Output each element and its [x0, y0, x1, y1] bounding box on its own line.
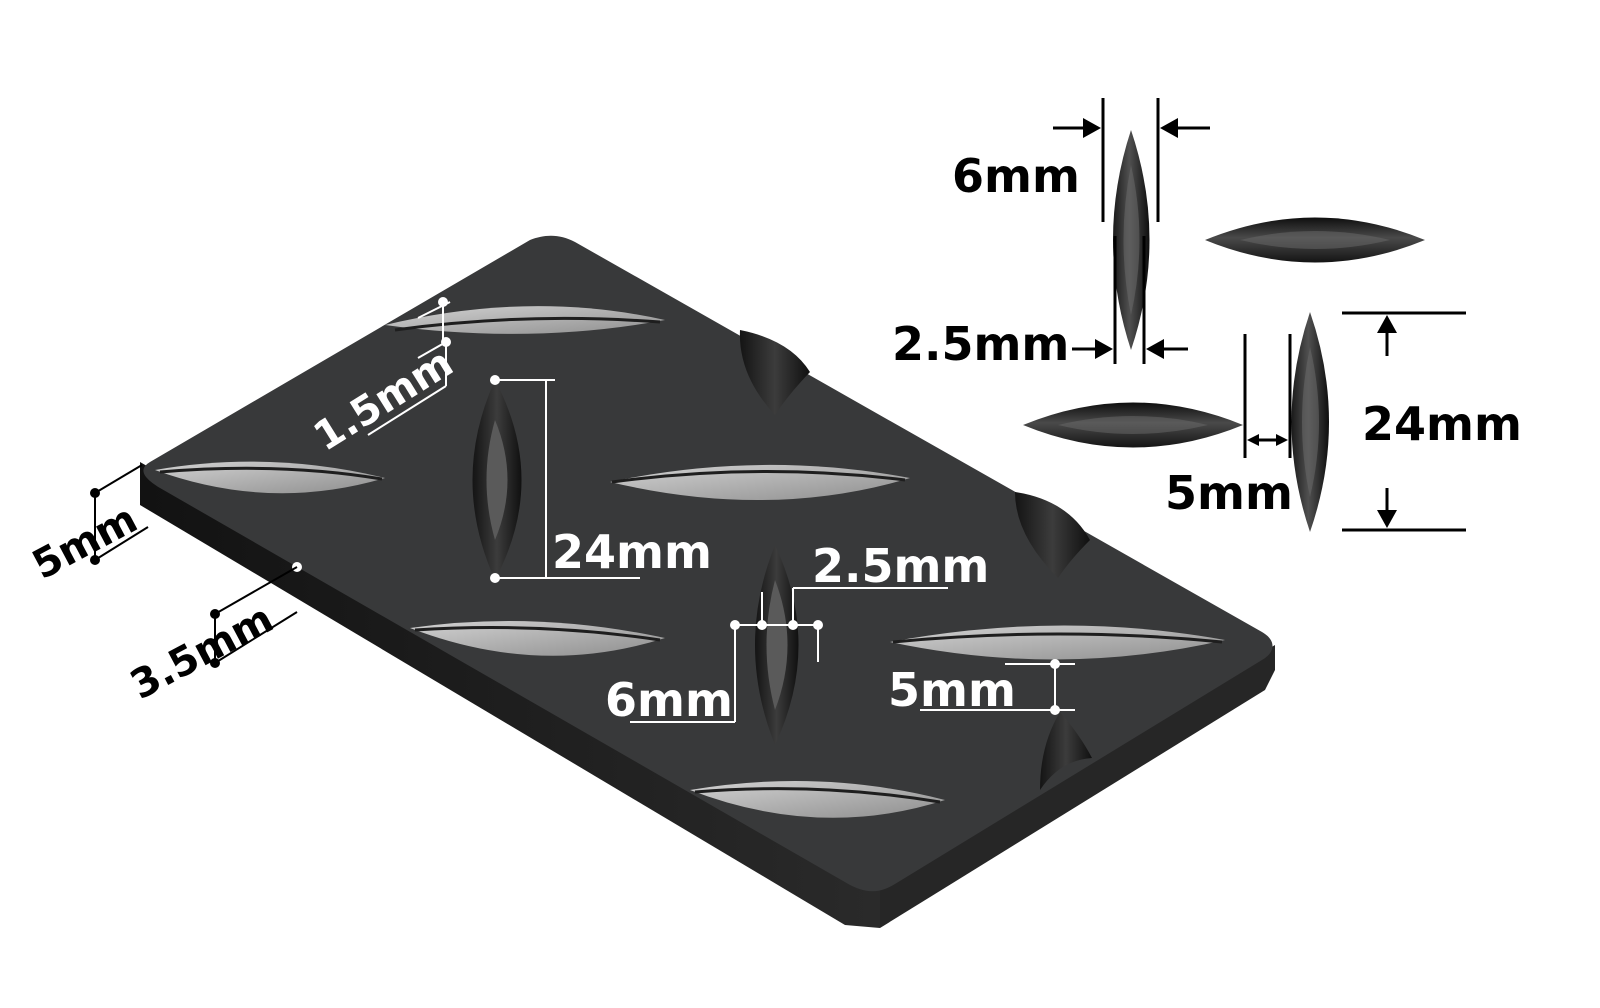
rib	[892, 632, 1223, 644]
plate-right-side	[880, 645, 1275, 928]
detail-rib	[1123, 165, 1140, 315]
label-rib-top-width: 2.5mm	[812, 539, 989, 593]
checker-plate	[140, 235, 1275, 928]
label-thickness-total: 5mm	[25, 496, 145, 589]
rib	[694, 787, 941, 804]
detail-rib	[1302, 347, 1319, 497]
rib	[766, 580, 788, 710]
label-thickness-base: 3.5mm	[123, 596, 281, 709]
rib	[611, 470, 906, 484]
rib	[1015, 492, 1090, 578]
rib-detail-view	[1023, 130, 1425, 532]
detail-dimensions	[1053, 98, 1466, 532]
rib	[1040, 712, 1092, 790]
detail-label-gap: 5mm	[1165, 466, 1293, 520]
detail-label-top-width: 2.5mm	[892, 317, 1069, 371]
rib	[414, 626, 661, 642]
rib	[159, 466, 383, 481]
rib	[739, 330, 810, 415]
thickness-dots	[90, 488, 220, 668]
label-rib-gap: 5mm	[888, 663, 1016, 717]
label-rib-base-width: 6mm	[605, 673, 733, 727]
detail-label-length: 24mm	[1362, 397, 1522, 451]
detail-rib	[1058, 416, 1208, 434]
rib	[486, 420, 508, 540]
detail-arrowheads	[1083, 118, 1397, 528]
rib	[410, 620, 665, 656]
rib	[394, 316, 661, 332]
rib	[890, 625, 1225, 660]
detail-rib	[1240, 231, 1390, 249]
detail-label-base-width: 6mm	[952, 149, 1080, 203]
thickness-dimensions	[94, 464, 298, 664]
label-rib-length: 24mm	[552, 525, 712, 579]
